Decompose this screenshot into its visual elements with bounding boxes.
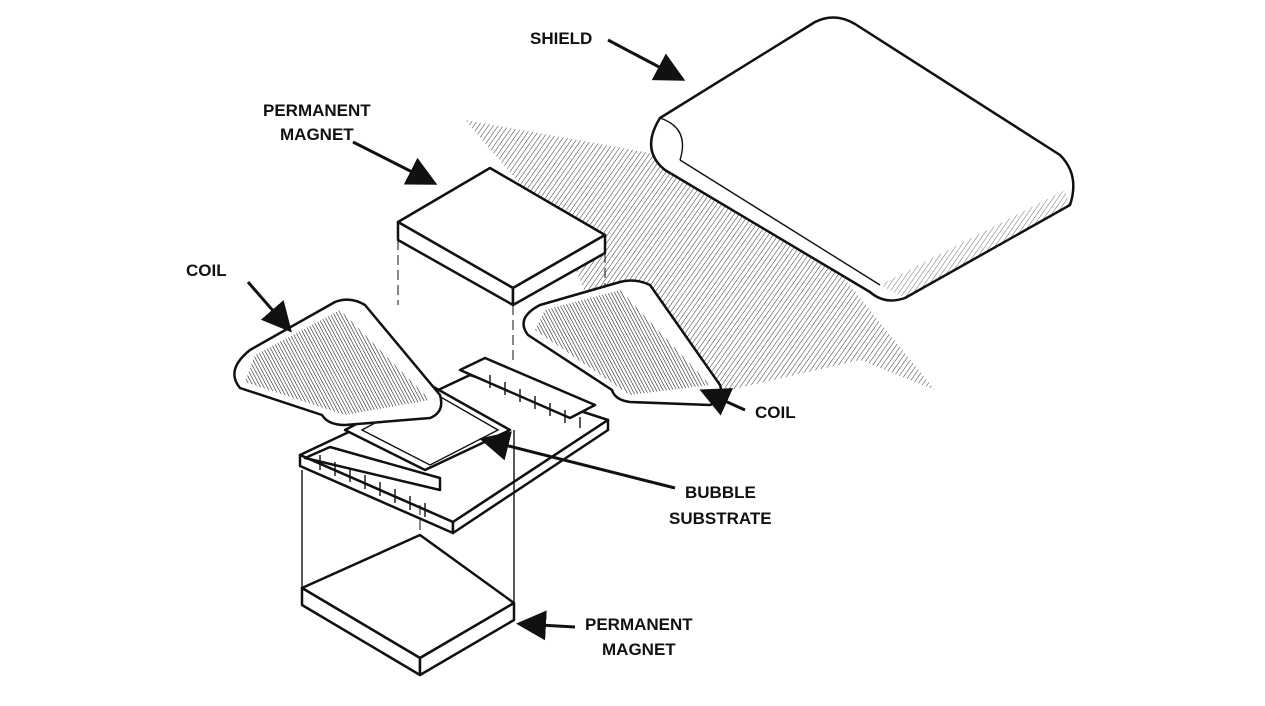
left-coil — [233, 298, 443, 427]
substrate-arrow — [479, 431, 676, 490]
label-coil-right: COIL — [755, 403, 796, 422]
label-coil-left: COIL — [186, 261, 227, 280]
label-bottom-magnet-1: PERMANENT — [585, 615, 693, 634]
label-bottom-magnet-2: MAGNET — [602, 640, 676, 659]
top-permanent-magnet — [396, 166, 607, 307]
label-substrate-1: BUBBLE — [685, 483, 756, 502]
top-magnet-arrow — [352, 140, 438, 185]
label-shield: SHIELD — [530, 29, 592, 48]
label-top-magnet-2: MAGNET — [280, 125, 354, 144]
bottom-permanent-magnet — [300, 533, 516, 677]
shield — [650, 16, 1075, 302]
label-substrate-2: SUBSTRATE — [669, 509, 772, 528]
right-coil-arrow — [699, 388, 746, 416]
field-shading — [465, 120, 935, 390]
bottom-magnet-arrow — [516, 610, 576, 641]
label-top-magnet-1: PERMANENT — [263, 101, 371, 120]
left-coil-arrow — [246, 281, 292, 333]
bubble-substrate-board — [298, 356, 610, 535]
shield-arrow — [607, 38, 686, 81]
